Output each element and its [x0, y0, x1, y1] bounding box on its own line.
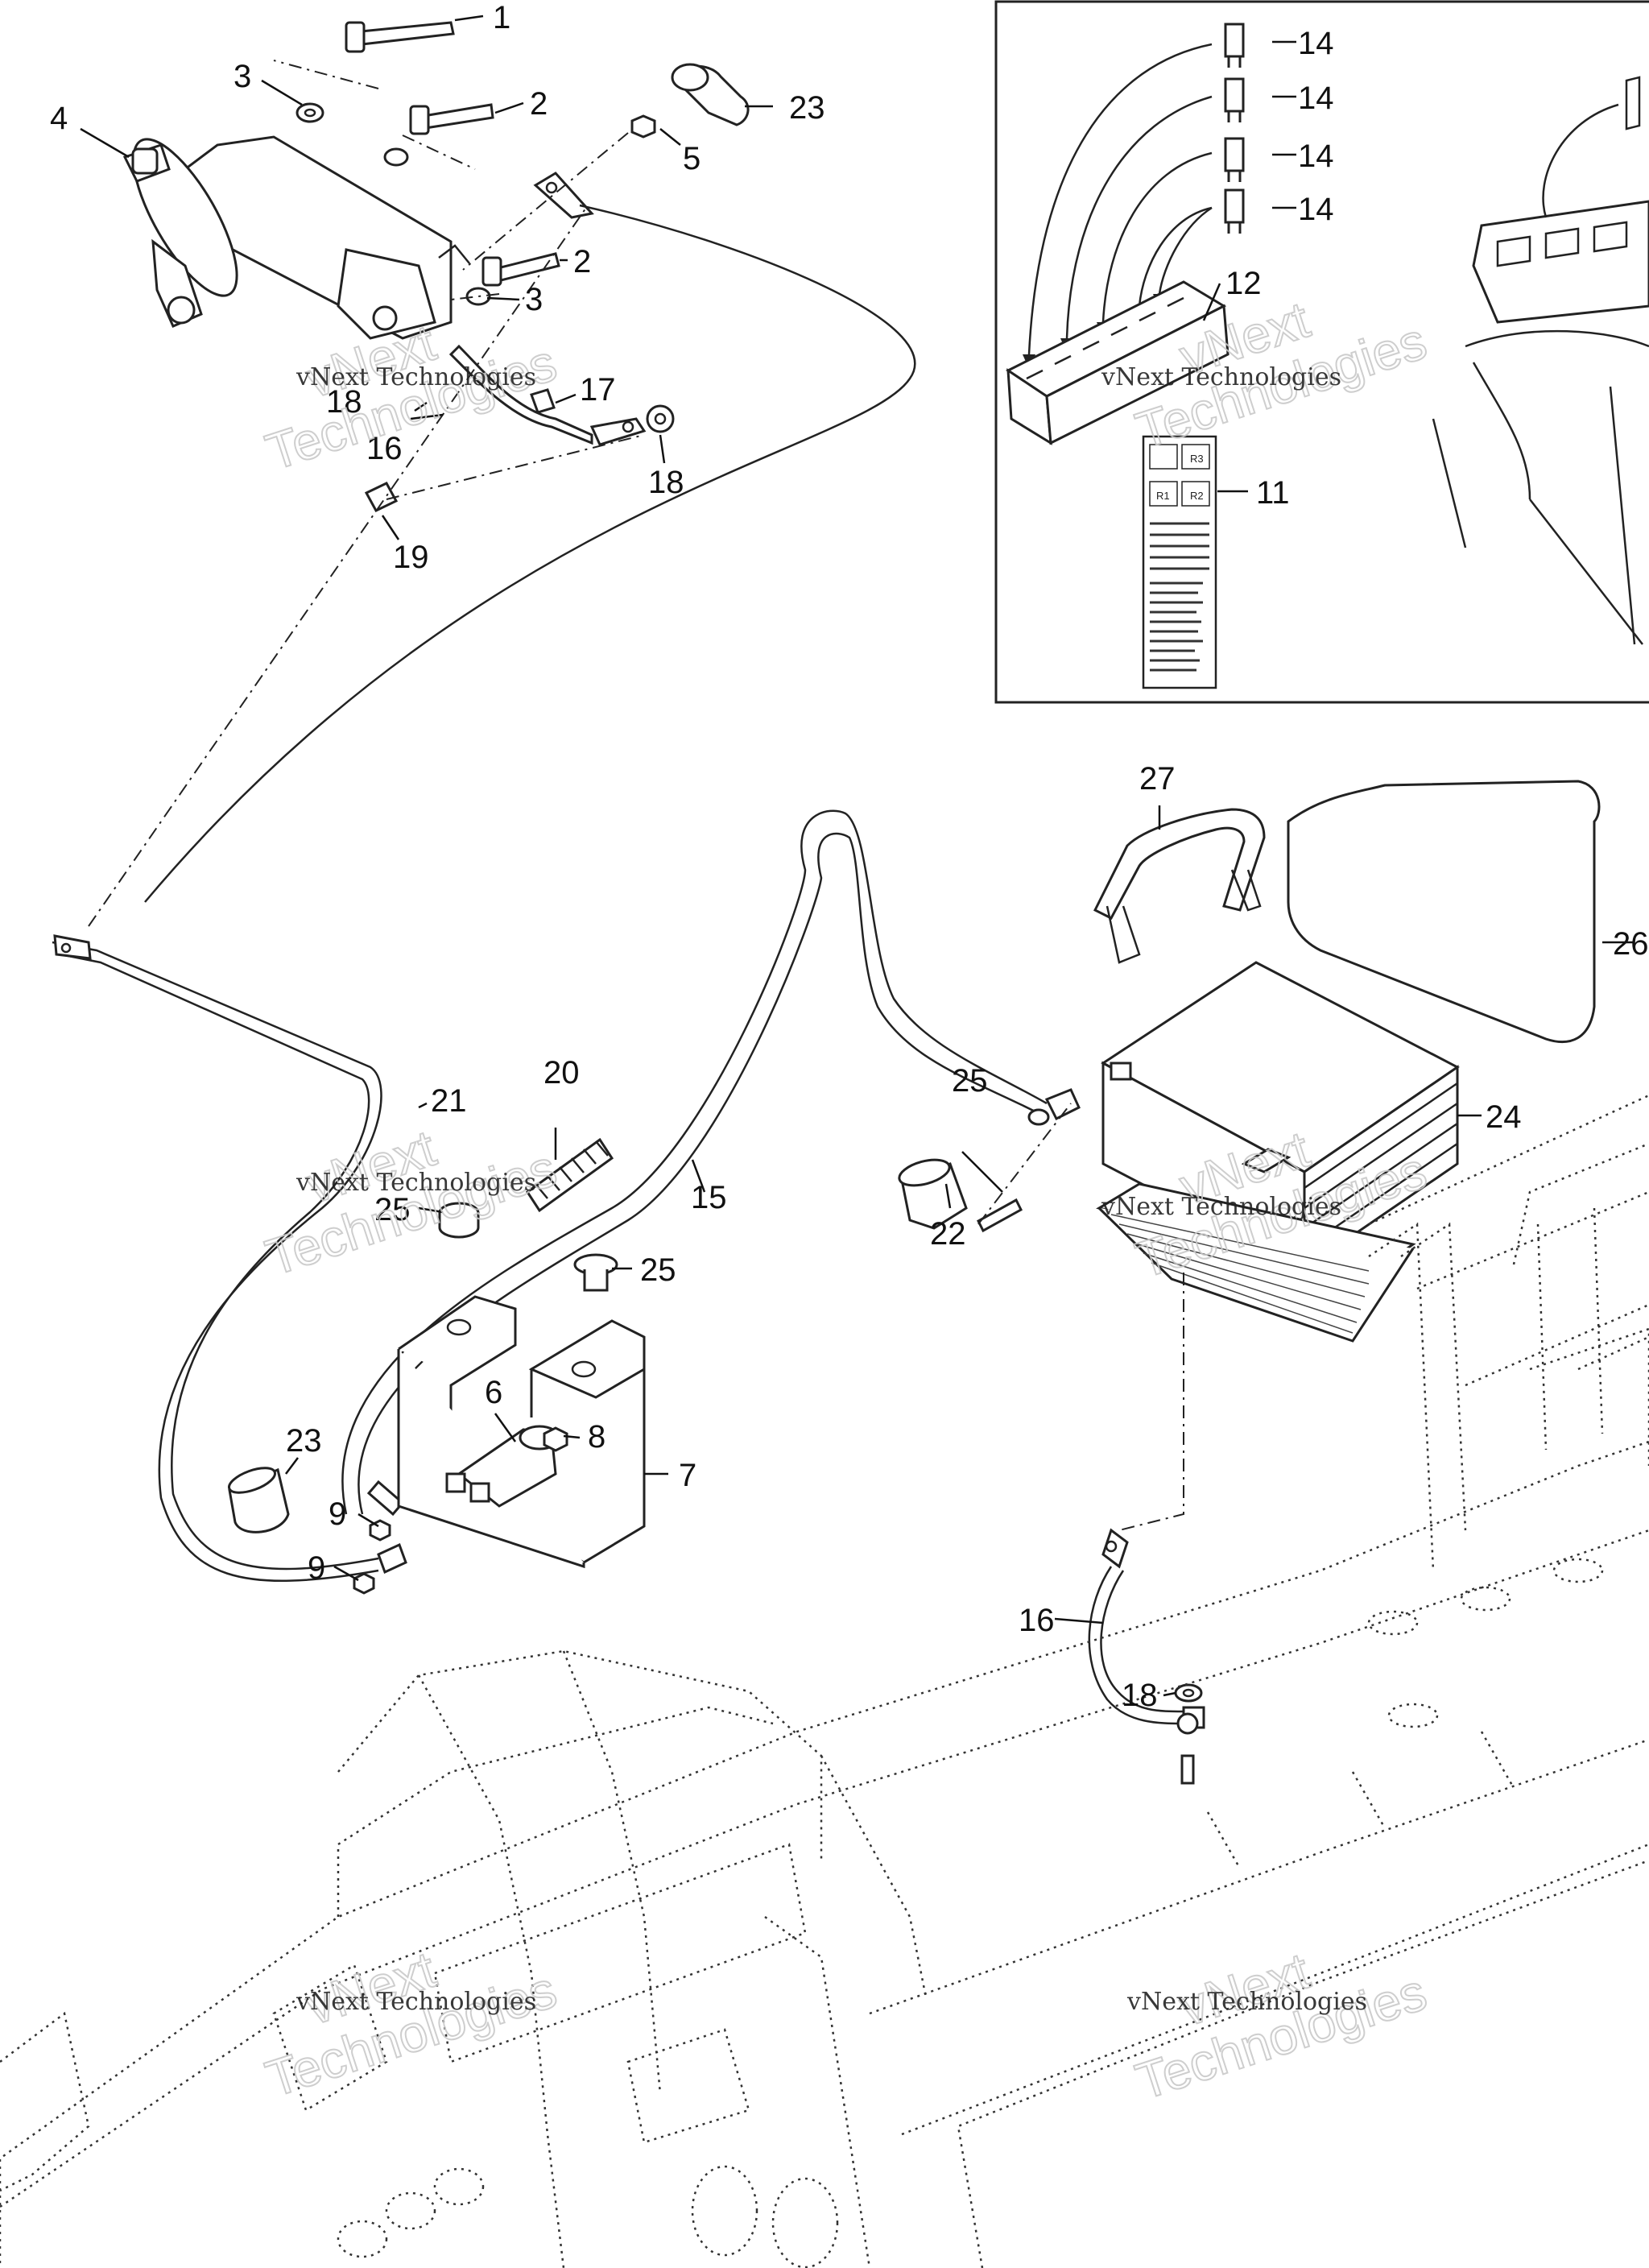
callout-labels: 1 2 2 3 3 4 5 23 17 18 16 18 19 14 14 14… [50, 0, 1649, 1713]
bolt-2b [481, 252, 560, 287]
callout-12: 12 [1225, 266, 1262, 301]
callout-14a: 14 [1298, 26, 1334, 61]
leader-lines [80, 14, 1635, 1697]
callout-26: 26 [1613, 926, 1649, 962]
starter-bracket [533, 172, 594, 219]
callout-11: 11 [1256, 475, 1290, 511]
fuse-2 [1224, 77, 1245, 122]
watermark-inline-6: vNext Technologies [1126, 1988, 1367, 2016]
ground-cable-16-bottom [1088, 1528, 1205, 1735]
callout-3b: 3 [525, 282, 543, 317]
callout-24: 24 [1486, 1099, 1522, 1135]
fuse-4 [1224, 188, 1245, 234]
callout-5: 5 [683, 141, 701, 176]
watermarks: vNext Technologies vNext Technologies vN… [258, 289, 1434, 2111]
nut-5 [630, 114, 656, 139]
callout-16-top: 16 [366, 431, 403, 466]
watermark-inline-4: vNext Technologies [1101, 1193, 1341, 1221]
fuse-1 [1224, 23, 1245, 68]
callout-2b: 2 [573, 244, 591, 279]
callout-16-bottom: 16 [1019, 1603, 1055, 1638]
callout-23-bottom: 23 [286, 1423, 322, 1459]
cap-23-bottom [228, 1467, 290, 1533]
fuse-3 [1224, 137, 1245, 182]
watermark-inline-2: vNext Technologies [1101, 363, 1341, 391]
nut-9b [353, 1572, 375, 1595]
callout-27: 27 [1139, 761, 1176, 797]
callout-18-bottom: 18 [1122, 1678, 1158, 1713]
bolt-25-center [573, 1253, 618, 1292]
relay-label-r3: R3 [1190, 453, 1204, 465]
callout-22: 22 [930, 1216, 966, 1252]
callout-6: 6 [485, 1375, 502, 1410]
callout-25-battery: 25 [952, 1063, 988, 1099]
screw-18-bottom [1180, 1754, 1195, 1785]
callout-23-top: 23 [789, 90, 825, 126]
callout-21: 21 [431, 1083, 467, 1119]
watermark-inline-3: vNext Technologies [295, 1169, 536, 1197]
callout-14c: 14 [1298, 139, 1334, 174]
cable-cap-23-top [671, 63, 750, 126]
callout-19: 19 [393, 540, 429, 575]
nut-8 [543, 1426, 568, 1452]
battery-strap-27 [1093, 808, 1266, 964]
spring-20 [525, 1137, 614, 1213]
callout-20: 20 [543, 1055, 580, 1091]
callout-25-center: 25 [640, 1252, 676, 1288]
relay-label-r2: R2 [1190, 490, 1204, 502]
screw-19 [364, 482, 399, 512]
callout-14b: 14 [1298, 81, 1334, 116]
callout-14d: 14 [1298, 192, 1334, 227]
callout-17: 17 [580, 372, 616, 408]
screw-17 [530, 388, 556, 414]
washer-18-bottom [1174, 1683, 1203, 1703]
relay-label-r1: R1 [1156, 490, 1170, 502]
watermark-inline-1: vNext Technologies [295, 363, 536, 391]
watermark-inline-5: vNext Technologies [295, 1988, 536, 2016]
ground-cable-16-top [448, 344, 675, 446]
callout-8: 8 [588, 1419, 605, 1455]
callout-18-right: 18 [648, 465, 684, 500]
callout-3a: 3 [234, 59, 251, 94]
callout-25-left: 25 [374, 1192, 411, 1227]
starter-motor [122, 135, 470, 340]
callout-1: 1 [493, 0, 510, 35]
callout-2a: 2 [530, 86, 548, 122]
callout-9a: 9 [329, 1496, 346, 1532]
bolt-1 [345, 21, 455, 53]
washer-3a [295, 102, 324, 123]
callout-4: 4 [50, 101, 68, 136]
bolt-25-battery [977, 1108, 1050, 1233]
battery-mat-26-bottom [1096, 1182, 1416, 1343]
battery-pad-26 [1287, 780, 1601, 1044]
bolt-2a [409, 103, 494, 135]
battery-boot-22 [898, 1158, 968, 1230]
ground-cable-21 [52, 934, 407, 1582]
callout-15: 15 [691, 1180, 727, 1215]
chassis-frame [0, 1094, 1649, 2268]
relay-label-sheet: R3 R1 R2 [1142, 435, 1217, 689]
callout-9b: 9 [308, 1550, 325, 1586]
fuse-holder-tray [1006, 280, 1230, 445]
washer-3b [383, 147, 409, 167]
callout-18-left: 18 [326, 384, 362, 420]
washer-3c [465, 287, 491, 306]
callout-7: 7 [679, 1458, 696, 1493]
fuse-box-inset: R3 R1 R2 [994, 0, 1649, 704]
cap-25-left [438, 1202, 480, 1239]
relay-module [1432, 76, 1649, 645]
